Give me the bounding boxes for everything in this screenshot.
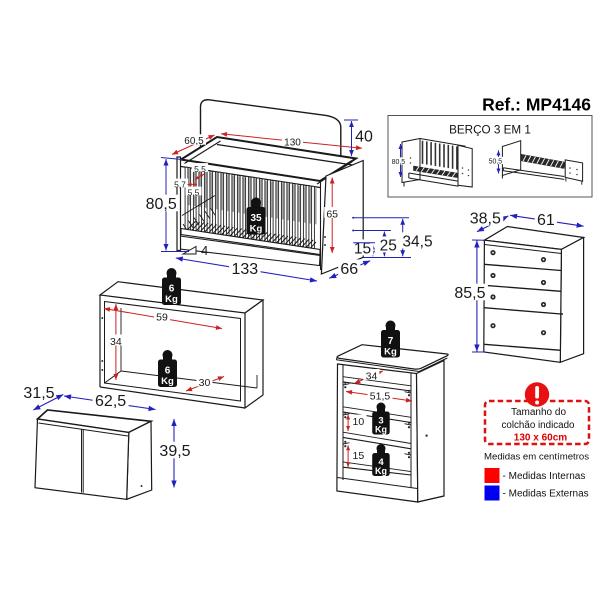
svg-text:4: 4 [378, 457, 384, 468]
svg-text:130: 130 [284, 138, 301, 149]
svg-text:Kg: Kg [250, 224, 263, 235]
svg-text:15: 15 [354, 241, 371, 258]
svg-text:31,5: 31,5 [23, 385, 54, 402]
svg-text:34: 34 [110, 336, 122, 348]
svg-text:38,5: 38,5 [470, 211, 501, 228]
svg-text:133: 133 [231, 261, 258, 278]
svg-text:Kg: Kg [161, 376, 174, 387]
svg-text:Kg: Kg [375, 424, 387, 434]
svg-text:30: 30 [199, 377, 211, 389]
svg-text:50,5: 50,5 [489, 158, 503, 165]
svg-text:6: 6 [165, 366, 171, 377]
svg-text:Ref.: MP4146: Ref.: MP4146 [482, 95, 591, 115]
svg-text:65: 65 [326, 208, 338, 220]
svg-text:60,5: 60,5 [184, 136, 204, 147]
svg-text:35: 35 [250, 213, 262, 224]
svg-text:80,5: 80,5 [392, 159, 406, 166]
svg-text:59: 59 [156, 311, 168, 323]
svg-text:5,5: 5,5 [188, 187, 200, 197]
svg-text:6: 6 [169, 284, 175, 295]
svg-text:colchão indicado: colchão indicado [502, 420, 576, 431]
svg-text:34,5: 34,5 [402, 234, 432, 251]
svg-text:5,5: 5,5 [194, 164, 206, 174]
svg-text:- Medidas Internas: - Medidas Internas [503, 471, 586, 482]
svg-text:7: 7 [388, 336, 394, 347]
svg-text:BERÇO 3 EM 1: BERÇO 3 EM 1 [449, 124, 531, 137]
svg-text:- Medidas Externas: - Medidas Externas [503, 489, 589, 500]
svg-text:40: 40 [355, 129, 373, 146]
svg-text:4: 4 [201, 243, 208, 258]
svg-text:130 x 60cm: 130 x 60cm [514, 433, 567, 444]
svg-text:62,5: 62,5 [95, 393, 126, 410]
svg-text:66: 66 [340, 261, 358, 278]
svg-text:3: 3 [378, 416, 383, 427]
svg-text:25: 25 [380, 238, 397, 255]
svg-text:Medidas em centímetros: Medidas em centímetros [484, 452, 589, 463]
svg-text:61: 61 [537, 212, 555, 229]
svg-text:Kg: Kg [375, 466, 387, 476]
svg-text:39,5: 39,5 [159, 443, 190, 460]
svg-text:85,5: 85,5 [454, 285, 485, 302]
svg-text:5,7: 5,7 [174, 179, 186, 189]
svg-text:Tamanho do: Tamanho do [511, 407, 566, 418]
svg-text:51,5: 51,5 [370, 390, 391, 402]
svg-text:10: 10 [353, 416, 365, 428]
svg-text:15: 15 [353, 450, 365, 462]
svg-text:34: 34 [366, 370, 378, 382]
svg-text:Kg: Kg [384, 347, 397, 358]
svg-text:Kg: Kg [165, 294, 178, 305]
svg-text:80,5: 80,5 [146, 196, 177, 213]
